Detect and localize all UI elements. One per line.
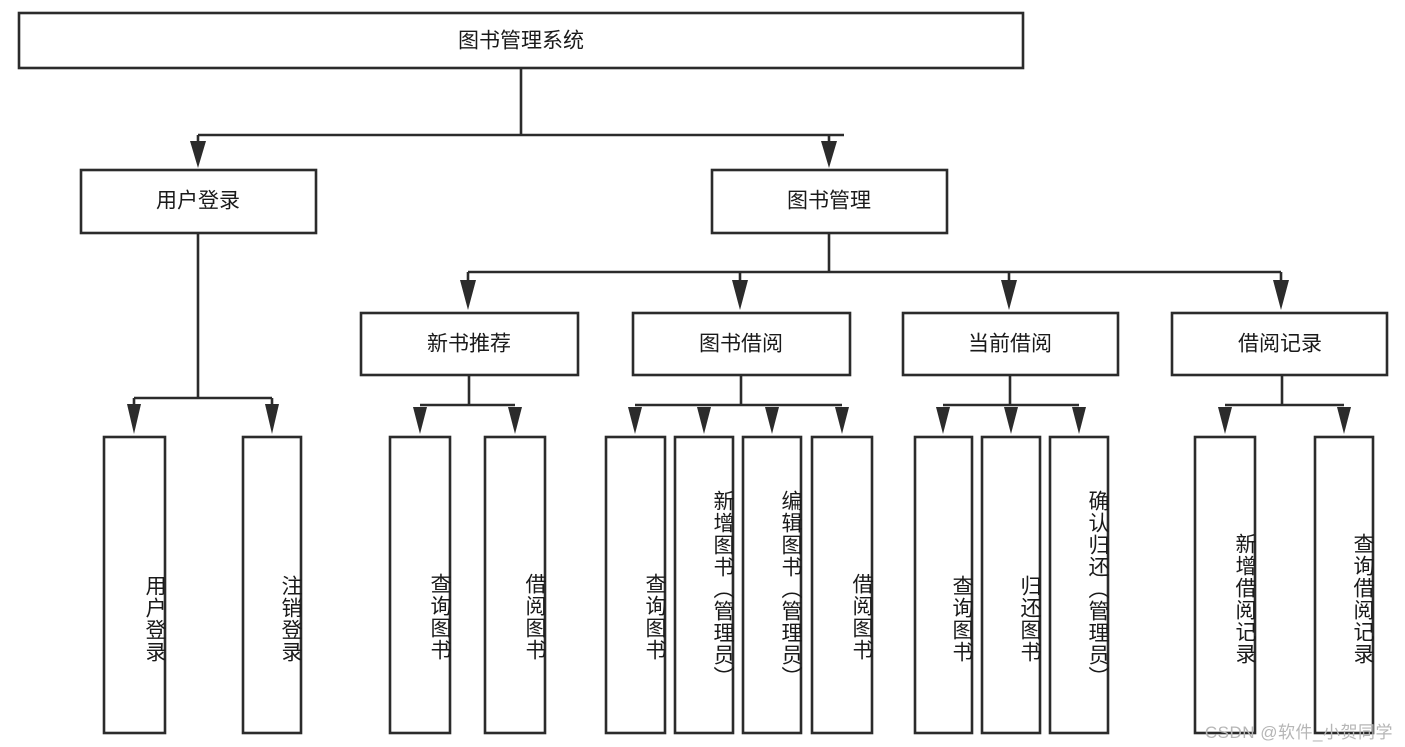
connector-group-current-borrow <box>936 375 1086 434</box>
arrow-head-current-borrow <box>1001 280 1017 310</box>
connector-group-book-borrow <box>628 375 849 434</box>
node-root[interactable]: 图书管理系统 <box>17 11 1025 70</box>
node-current-borrow[interactable]: 当前借阅 <box>901 311 1120 377</box>
node-book-borrow-label: 图书借阅 <box>699 333 783 356</box>
arrow-head-book-borrow <box>732 280 748 310</box>
arrow-head-leaf-borrow-book-1 <box>508 407 522 434</box>
connector-group-new-book-rec <box>413 375 522 434</box>
node-book-management[interactable]: 图书管理 <box>710 168 949 235</box>
node-book-borrow[interactable]: 图书借阅 <box>631 311 852 377</box>
arrow-head-leaf-query-book-2 <box>628 407 642 434</box>
node-book-management-label: 图书管理 <box>787 190 871 213</box>
node-new-book-recommend[interactable]: 新书推荐 <box>359 311 580 377</box>
arrow-head-leaf-user-login <box>127 404 141 434</box>
connector-group-root <box>190 68 844 168</box>
leaf-box-return-book[interactable] <box>980 435 1042 735</box>
arrow-head-new-book-rec <box>460 280 476 310</box>
arrow-head-user-login <box>190 141 206 168</box>
leaf-box-confirm-return[interactable] <box>1048 435 1110 735</box>
connector-group-borrow-record <box>1218 375 1351 434</box>
leaf-box-query-book-3[interactable] <box>913 435 974 735</box>
leaf-box-borrow-book-1[interactable] <box>483 435 547 735</box>
leaf-box-logout[interactable] <box>241 435 303 735</box>
node-user-login[interactable]: 用户登录 <box>79 168 318 235</box>
arrow-head-leaf-return-book <box>1004 407 1018 434</box>
node-user-login-label: 用户登录 <box>156 190 240 213</box>
connector-group-user-login <box>127 233 279 434</box>
node-new-book-recommend-label: 新书推荐 <box>427 333 511 356</box>
arrow-head-book-mgmt <box>821 141 837 168</box>
leaf-box-edit-book[interactable] <box>741 435 803 735</box>
connector-group-book-mgmt <box>460 233 1289 310</box>
arrow-head-leaf-confirm-return <box>1072 407 1086 434</box>
arrow-head-leaf-add-book <box>697 407 711 434</box>
arrow-head-leaf-logout <box>265 404 279 434</box>
node-borrow-record-label: 借阅记录 <box>1238 333 1322 356</box>
node-borrow-record[interactable]: 借阅记录 <box>1170 311 1389 377</box>
leaf-box-group <box>102 435 1375 735</box>
csdn-watermark: CSDN @软件_小贺同学 <box>1204 723 1393 742</box>
arrow-head-borrow-record <box>1273 280 1289 310</box>
leaf-box-borrow-book-2[interactable] <box>810 435 874 735</box>
arrow-head-leaf-query-book-3 <box>936 407 950 434</box>
leaf-box-query-book-1[interactable] <box>388 435 452 735</box>
arrow-head-leaf-edit-book <box>765 407 779 434</box>
arrow-head-leaf-borrow-book-2 <box>835 407 849 434</box>
arrow-head-leaf-query-book-1 <box>413 407 427 434</box>
leaf-box-query-record[interactable] <box>1313 435 1375 735</box>
arrow-head-leaf-query-record <box>1337 407 1351 434</box>
node-current-borrow-label: 当前借阅 <box>968 333 1052 356</box>
leaf-box-user-login[interactable] <box>102 435 167 735</box>
arrow-head-leaf-add-record <box>1218 407 1232 434</box>
leaf-box-query-book-2[interactable] <box>604 435 667 735</box>
node-root-label: 图书管理系统 <box>458 30 584 53</box>
leaf-box-add-book[interactable] <box>673 435 735 735</box>
leaf-box-add-record[interactable] <box>1193 435 1257 735</box>
